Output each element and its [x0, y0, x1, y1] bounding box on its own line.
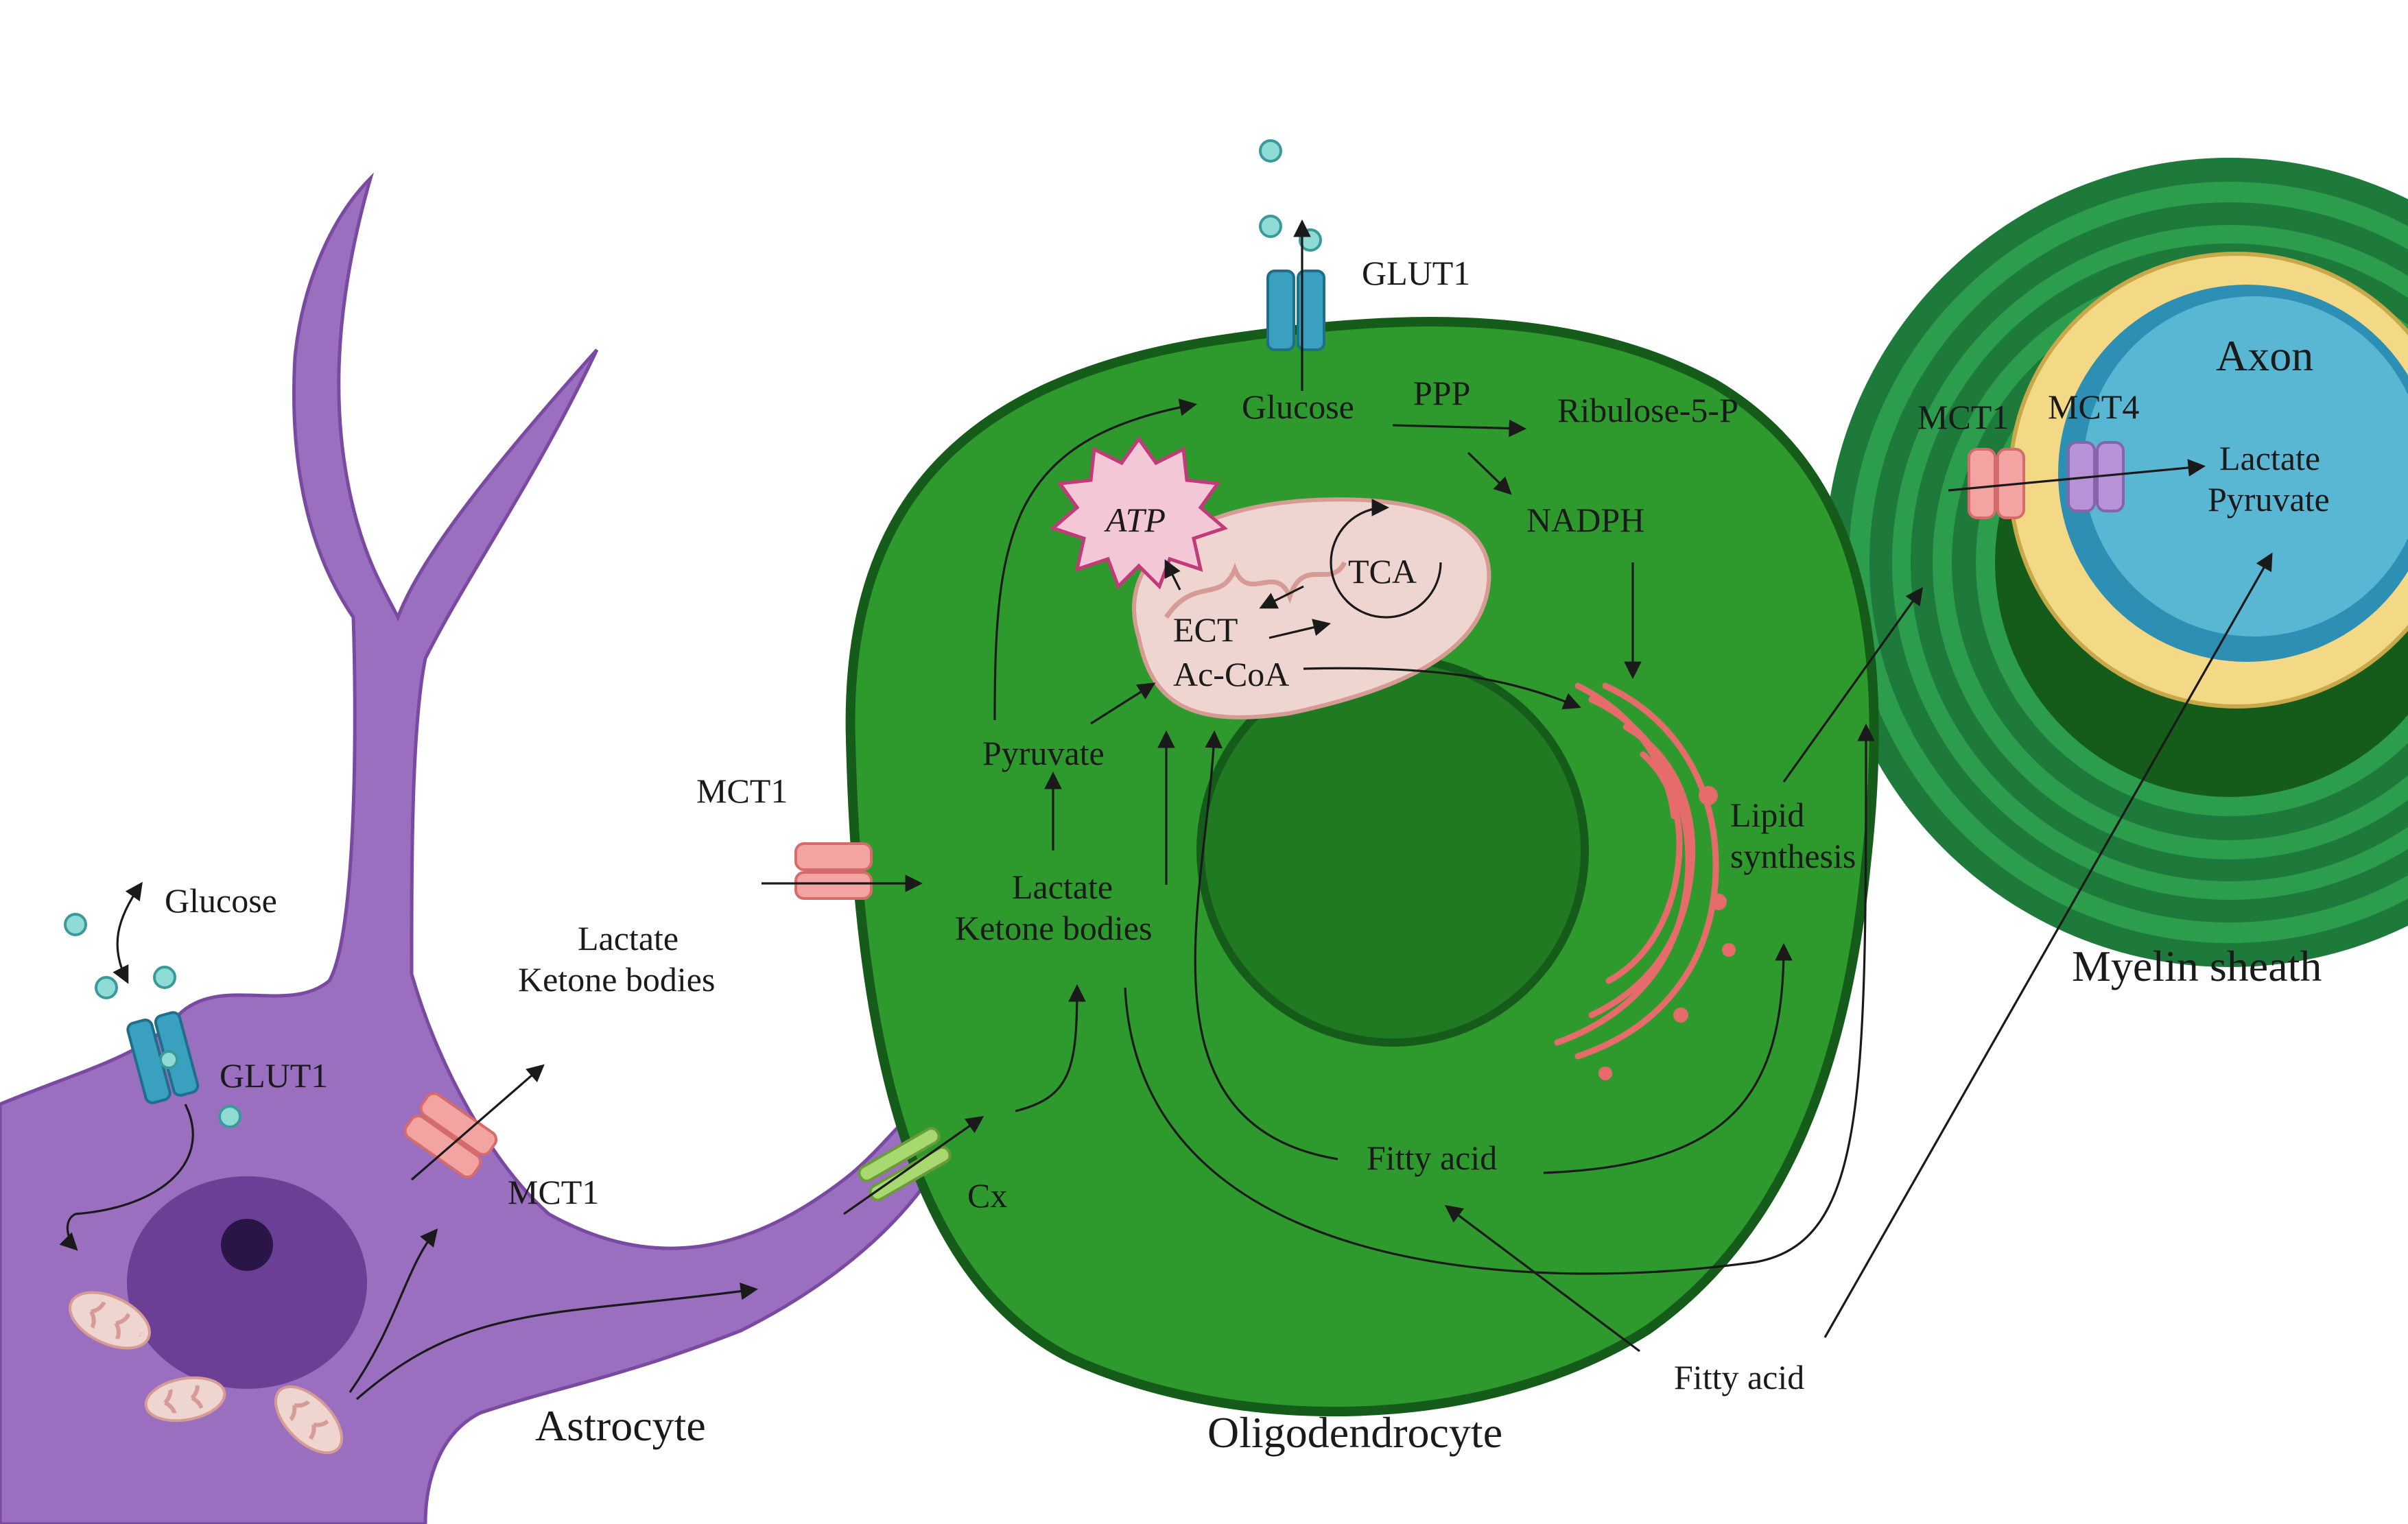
label-mct1-astro: MCT1	[508, 1173, 599, 1211]
label-oligodendrocyte: Oligodendrocyte	[1207, 1408, 1502, 1457]
label-axon-pyruvate: Pyruvate	[2208, 480, 2330, 519]
astrocyte-cell	[0, 172, 935, 1524]
label-ribulose: Ribulose-5-P	[1557, 391, 1738, 429]
label-lipid: Lipid	[1730, 796, 1804, 834]
label-fatty-acid-inside: Fitty acid	[1367, 1139, 1497, 1177]
astrocyte-nucleolus	[221, 1219, 273, 1271]
glucose-molecules	[64, 139, 1322, 1128]
label-glut1-astro: GLUT1	[220, 1056, 328, 1095]
astrocyte-nucleus	[127, 1176, 367, 1389]
label-fatty-acid-outside: Fitty acid	[1674, 1358, 1804, 1396]
label-glucose-astro: Glucose	[165, 881, 277, 920]
label-lactate-outside: Lactate	[578, 919, 678, 957]
er-golgi	[1554, 682, 1736, 1080]
atp-starburst	[1050, 436, 1228, 590]
axon	[2008, 252, 2408, 709]
label-mct4-axon: MCT4	[2048, 388, 2139, 426]
label-axon: Axon	[2216, 331, 2313, 380]
label-nadph: NADPH	[1526, 501, 1644, 539]
label-ppp: PPP	[1413, 374, 1470, 412]
mct1-axon-transporter	[1968, 448, 2025, 519]
label-synthesis: synthesis	[1730, 837, 1856, 875]
pathway-arrows	[59, 219, 2273, 1401]
label-ketone-inside: Ketone bodies	[955, 909, 1152, 947]
connexin-channel	[858, 1127, 952, 1202]
labels: Glucose GLUT1 MCT1 Astrocyte Lactate Ket…	[165, 254, 2330, 1457]
label-pyruvate: Pyruvate	[982, 734, 1105, 772]
label-glucose-oligo: Glucose	[1242, 388, 1354, 426]
label-axon-lactate: Lactate	[2219, 439, 2320, 477]
glut1-top-transporter	[1266, 270, 1325, 351]
myelin-sheath	[1825, 158, 2408, 967]
label-tca: TCA	[1348, 552, 1417, 591]
oligodendrocyte-cell	[845, 317, 1879, 1417]
astrocyte-mitochondria	[69, 1291, 344, 1455]
label-mct1-membrane: MCT1	[696, 772, 788, 810]
label-acetyl-coa: Ac-CoA	[1173, 655, 1289, 693]
label-lactate-inside: Lactate	[1012, 868, 1113, 906]
label-astrocyte: Astrocyte	[535, 1401, 706, 1450]
label-ketone-outside: Ketone bodies	[518, 960, 715, 999]
label-ect: ECT	[1173, 610, 1238, 649]
label-mct1-axon: MCT1	[1917, 398, 2009, 436]
mct1-membrane-transporter	[794, 842, 873, 900]
label-cx: Cx	[967, 1176, 1007, 1215]
label-atp: ATP	[1104, 501, 1166, 539]
label-glut1-top: GLUT1	[1362, 254, 1470, 292]
label-myelin-sheath: Myelin sheath	[2072, 942, 2322, 990]
mct1-astrocyte-transporter	[403, 1092, 498, 1178]
